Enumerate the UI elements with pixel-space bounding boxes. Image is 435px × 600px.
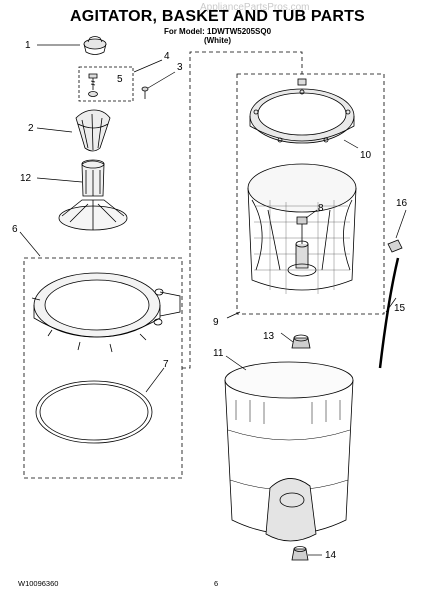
callout-8: 8 xyxy=(318,203,324,214)
part-screw xyxy=(141,86,149,99)
group-box-9 xyxy=(236,73,385,315)
callout-12: 12 xyxy=(20,173,32,184)
part-agitator-cap xyxy=(83,36,107,55)
part-overflow-hose xyxy=(377,257,400,369)
part-seal-ring xyxy=(35,380,153,444)
diagram-title: AGITATOR, BASKET AND TUB PARTS xyxy=(70,8,365,25)
callout-5: 5 xyxy=(117,74,123,85)
part-balance-ring xyxy=(249,78,355,144)
model-line: For Model: 1DWTW5205SQ0 xyxy=(163,27,272,36)
callout-4: 4 xyxy=(164,51,170,62)
callout-14: 14 xyxy=(325,550,337,561)
callout-2: 2 xyxy=(28,123,34,134)
part-drive-nut xyxy=(291,334,311,349)
callout-9: 9 xyxy=(213,317,219,328)
part-outer-tub xyxy=(224,361,354,542)
part-hose-clip xyxy=(387,239,403,253)
group-box-5 xyxy=(78,66,134,102)
callout-6: 6 xyxy=(12,224,18,235)
callout-16: 16 xyxy=(396,198,408,209)
part-agitator-base xyxy=(58,159,128,231)
leader-lines xyxy=(19,44,407,556)
callout-7: 7 xyxy=(163,359,169,370)
part-cap-bolt xyxy=(88,73,98,97)
callout-11: 11 xyxy=(213,348,224,359)
callout-1: 1 xyxy=(25,40,31,51)
connector-line xyxy=(182,51,303,369)
doc-number: W10096360 xyxy=(18,579,59,588)
callout-13: 13 xyxy=(263,331,275,342)
color-line: (White) xyxy=(203,36,232,45)
part-drain-nut xyxy=(291,546,309,561)
callout-3: 3 xyxy=(177,62,183,73)
part-agitator-barrel xyxy=(75,109,111,152)
callout-15: 15 xyxy=(394,303,406,314)
page-number: 6 xyxy=(214,579,219,588)
watermark-text: AppliancePartsPros.com xyxy=(200,2,310,13)
callout-10: 10 xyxy=(360,150,372,161)
part-tub-ring xyxy=(31,272,181,353)
part-basket-nut xyxy=(296,216,308,225)
model-subtitle: For Model: 1DWTW5205SQ0 (White) xyxy=(0,27,435,45)
part-basket xyxy=(247,163,357,294)
